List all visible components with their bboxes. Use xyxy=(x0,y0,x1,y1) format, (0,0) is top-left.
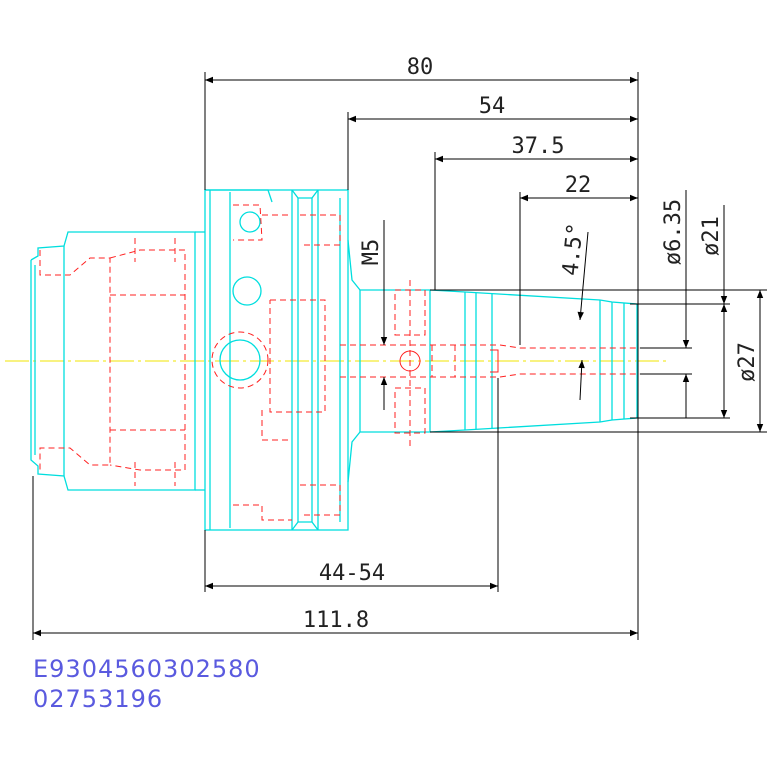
order-number: 02753196 xyxy=(33,685,164,713)
dim-80: 80 xyxy=(407,55,434,80)
dim-m5: M5 xyxy=(359,239,384,266)
dim-angle: 4.5° xyxy=(558,222,588,277)
dimension-lines xyxy=(32,72,767,640)
dim-dia-27: ø27 xyxy=(735,342,760,382)
dim-dia-6-35: ø6.35 xyxy=(661,199,686,265)
dim-dia-21: ø21 xyxy=(699,216,724,256)
tool-holder-outline xyxy=(30,189,638,531)
dim-111-8: 111.8 xyxy=(303,608,369,633)
hidden-lines xyxy=(39,204,640,521)
dim-44-54: 44-54 xyxy=(319,561,385,586)
dim-54: 54 xyxy=(479,94,506,119)
part-code: E9304560302580 xyxy=(33,655,261,683)
dim-22: 22 xyxy=(565,173,592,198)
dim-37-5: 37.5 xyxy=(512,134,565,159)
